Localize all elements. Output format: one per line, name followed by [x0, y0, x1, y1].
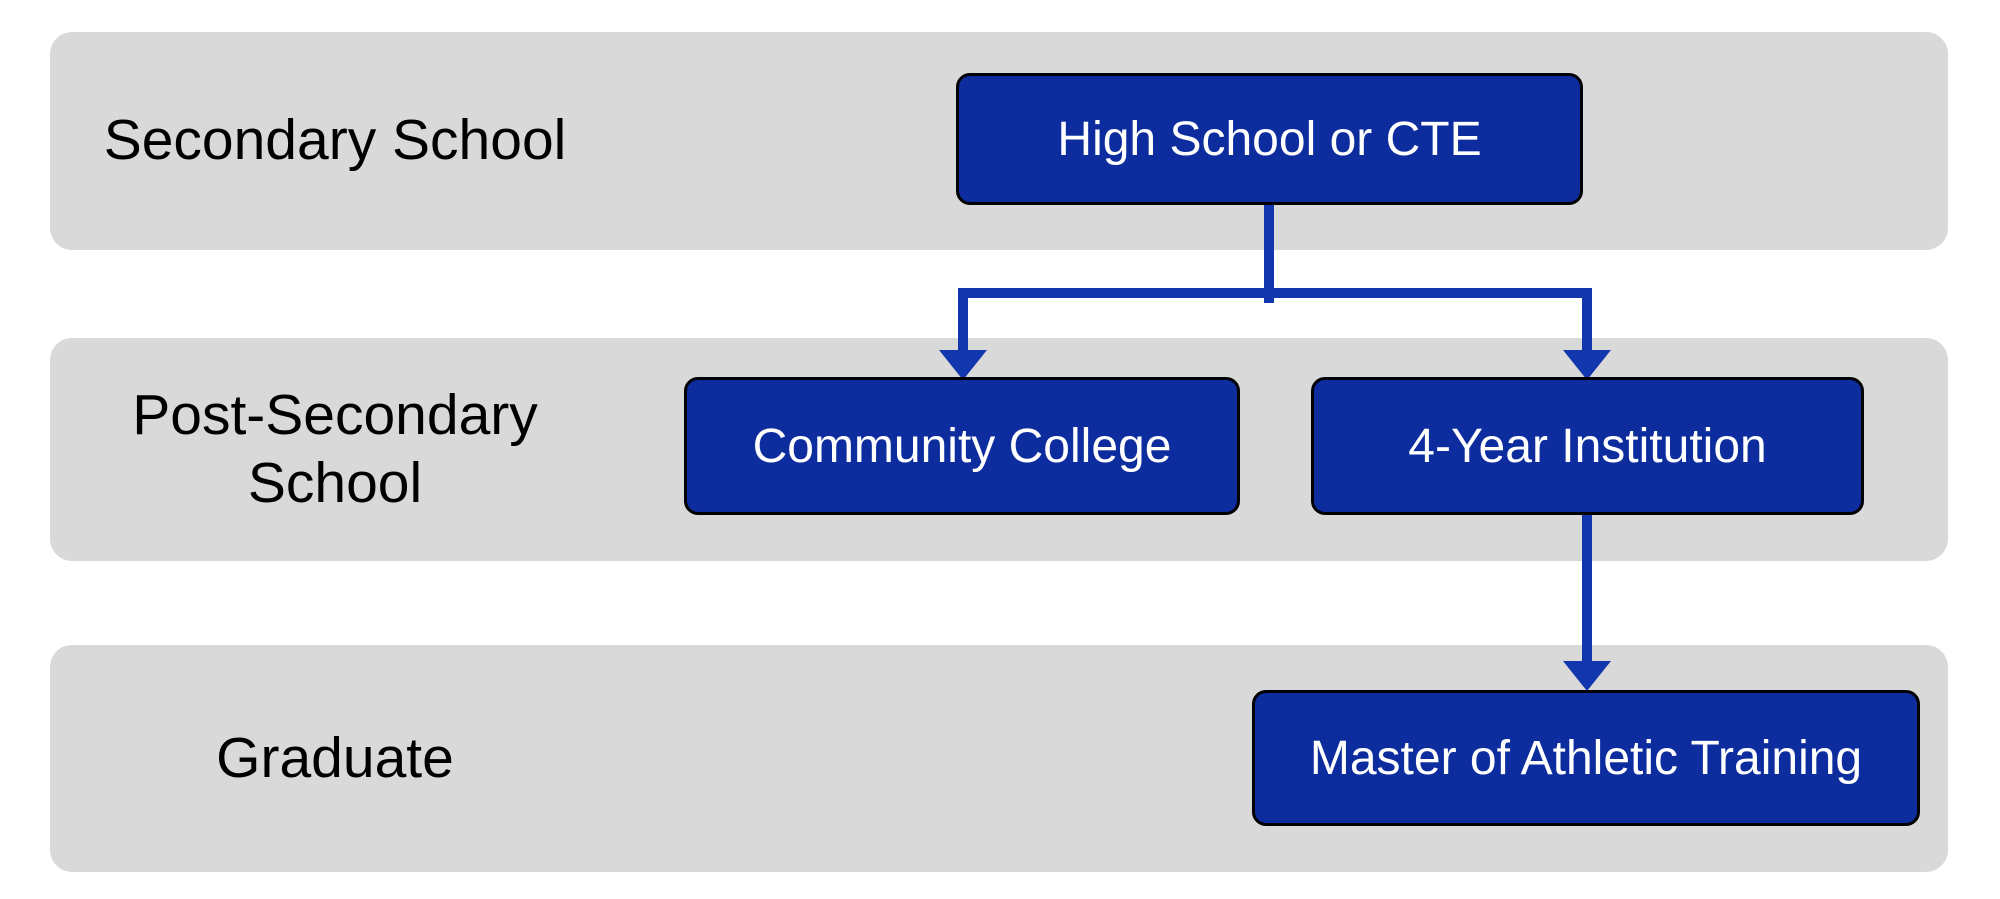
row-label-graduate: Graduate — [216, 725, 454, 790]
row-label-secondary-school: Secondary School — [103, 108, 567, 173]
node-community-college: Community College — [684, 377, 1240, 515]
node-high-school-or-cte: High School or CTE — [956, 73, 1583, 205]
node-label: Master of Athletic Training — [1309, 731, 1863, 785]
node-4-year-institution: 4-Year Institution — [1311, 377, 1864, 515]
row-label-post-secondary-school: Post-Secondary School — [132, 383, 538, 515]
node-label: Community College — [752, 419, 1172, 473]
node-master-of-athletic-training: Master of Athletic Training — [1252, 690, 1920, 826]
node-label: 4-Year Institution — [1408, 419, 1767, 473]
node-label: High School or CTE — [1057, 112, 1482, 166]
